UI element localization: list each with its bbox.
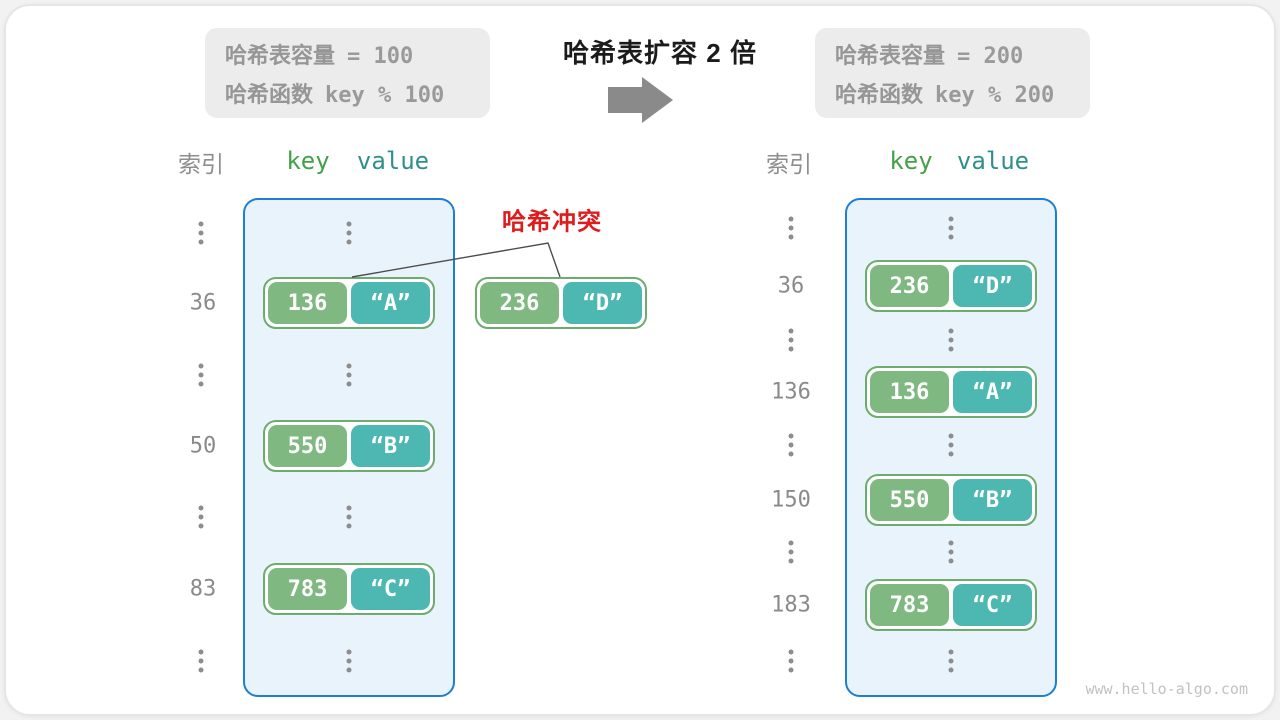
- ellipsis-icon: [198, 649, 204, 673]
- capacity-info-box-left: 哈希表容量 = 100 哈希函数 key % 100: [205, 28, 490, 118]
- ellipsis-icon: [788, 216, 794, 240]
- value-cell: “D”: [563, 282, 642, 324]
- ellipsis-icon: [198, 363, 204, 387]
- index-label: 36: [189, 290, 217, 316]
- collision-kv-pair: 236 “D”: [475, 277, 647, 329]
- value-column-header-left: value: [356, 147, 430, 175]
- index-label: 36: [777, 273, 805, 299]
- value-cell: “B”: [351, 425, 430, 467]
- key-cell: 550: [268, 425, 347, 467]
- hash-function-label: 哈希函数: [835, 81, 924, 107]
- capacity-value: = 200: [957, 43, 1024, 69]
- capacity-line: 哈希表容量 = 200: [835, 38, 1070, 70]
- kv-pair: 550 “B”: [263, 420, 435, 472]
- ellipsis-icon: [948, 216, 954, 240]
- expand-arrow-icon: [608, 77, 673, 123]
- key-column-header-right: key: [889, 147, 933, 175]
- ellipsis-icon: [948, 649, 954, 673]
- hash-function-value: key % 200: [935, 82, 1055, 108]
- index-label: 50: [189, 433, 217, 459]
- capacity-label: 哈希表容量: [225, 42, 336, 68]
- kv-pair: 236 “D”: [865, 260, 1037, 312]
- ellipsis-icon: [788, 649, 794, 673]
- hash-function-label: 哈希函数: [225, 81, 314, 107]
- kv-pair: 783 “C”: [865, 579, 1037, 631]
- ellipsis-icon: [346, 363, 352, 387]
- index-label: 136: [771, 379, 811, 405]
- index-column-header-left: 索引: [178, 151, 224, 177]
- ellipsis-icon: [788, 540, 794, 564]
- value-cell: “B”: [953, 479, 1032, 521]
- kv-pair: 136 “A”: [263, 277, 435, 329]
- capacity-info-box-right: 哈希表容量 = 200 哈希函数 key % 200: [815, 28, 1090, 118]
- diagram-card: [4, 4, 1276, 716]
- key-cell: 236: [870, 265, 949, 307]
- ellipsis-icon: [948, 328, 954, 352]
- hash-function-value: key % 100: [325, 82, 445, 108]
- value-column-header-right: value: [956, 147, 1030, 175]
- key-cell: 550: [870, 479, 949, 521]
- collision-label: 哈希冲突: [502, 208, 602, 236]
- ellipsis-icon: [948, 433, 954, 457]
- index-label: 83: [189, 576, 217, 602]
- capacity-label: 哈希表容量: [835, 42, 946, 68]
- ellipsis-icon: [788, 328, 794, 352]
- kv-pair: 136 “A”: [865, 366, 1037, 418]
- ellipsis-icon: [948, 540, 954, 564]
- key-cell: 236: [480, 282, 559, 324]
- expansion-title: 哈希表扩容 2 倍: [563, 38, 757, 68]
- ellipsis-icon: [198, 221, 204, 245]
- hash-function-line: 哈希函数 key % 100: [225, 77, 470, 109]
- value-cell: “C”: [953, 584, 1032, 626]
- index-column-header-right: 索引: [766, 151, 812, 177]
- watermark: www.hello-algo.com: [1085, 680, 1248, 698]
- key-cell: 783: [268, 568, 347, 610]
- ellipsis-icon: [346, 505, 352, 529]
- key-cell: 783: [870, 584, 949, 626]
- key-cell: 136: [268, 282, 347, 324]
- value-cell: “C”: [351, 568, 430, 610]
- index-label: 150: [771, 487, 811, 513]
- value-cell: “A”: [953, 371, 1032, 413]
- capacity-line: 哈希表容量 = 100: [225, 38, 470, 70]
- capacity-value: = 100: [347, 43, 414, 69]
- ellipsis-icon: [346, 221, 352, 245]
- ellipsis-icon: [198, 505, 204, 529]
- key-column-header-left: key: [286, 147, 330, 175]
- value-cell: “D”: [953, 265, 1032, 307]
- index-label: 183: [771, 592, 811, 618]
- value-cell: “A”: [351, 282, 430, 324]
- kv-pair: 783 “C”: [263, 563, 435, 615]
- kv-pair: 550 “B”: [865, 474, 1037, 526]
- key-cell: 136: [870, 371, 949, 413]
- hash-function-line: 哈希函数 key % 200: [835, 77, 1070, 109]
- ellipsis-icon: [788, 433, 794, 457]
- ellipsis-icon: [346, 649, 352, 673]
